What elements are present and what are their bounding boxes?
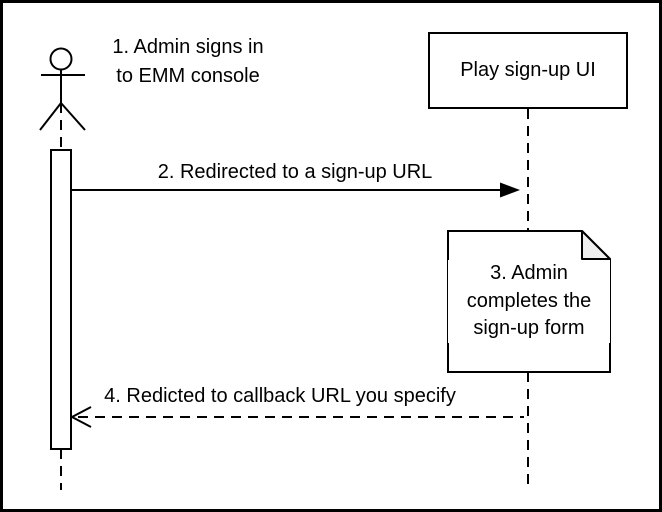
note-line2: completes the bbox=[448, 287, 610, 315]
activation-bar bbox=[50, 149, 72, 450]
participant-label: Play sign-up UI bbox=[460, 59, 596, 81]
step1-line1: 1. Admin signs in bbox=[112, 36, 264, 58]
message-arrow-redirect bbox=[71, 182, 520, 198]
arrowhead-solid-icon bbox=[500, 182, 520, 198]
actor-icon bbox=[39, 47, 86, 131]
step1-annotation: 1. Admin signs in to EMM console bbox=[58, 33, 318, 91]
message-arrow-callback bbox=[69, 406, 524, 428]
message-redirect-label: 2. Redirected to a sign-up URL bbox=[157, 161, 433, 183]
participant-play-signup-ui: Play sign-up UI bbox=[428, 32, 628, 109]
lifelines bbox=[60, 103, 529, 490]
note-text: 3. Admin completes the sign-up form bbox=[448, 260, 610, 343]
actor-left-leg bbox=[39, 102, 62, 131]
arrowhead-open-icon bbox=[69, 406, 92, 428]
note-line3: sign-up form bbox=[448, 315, 610, 343]
actor-right-leg bbox=[60, 102, 86, 131]
note-line1: 3. Admin bbox=[448, 260, 610, 288]
step1-line2: to EMM console bbox=[116, 65, 260, 87]
message-callback-label: 4. Redicted to callback URL you specify bbox=[104, 385, 456, 407]
note-fold-icon bbox=[581, 230, 611, 260]
